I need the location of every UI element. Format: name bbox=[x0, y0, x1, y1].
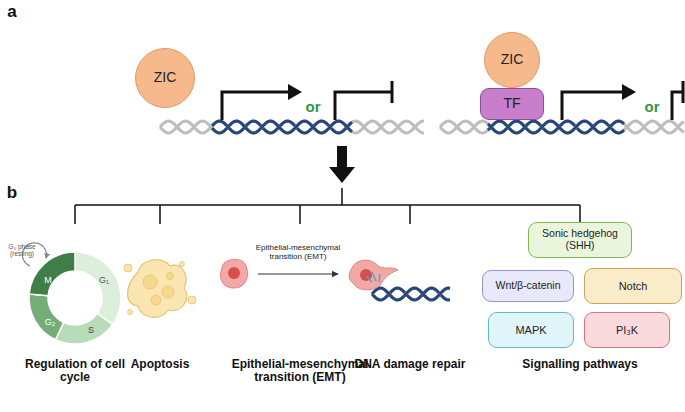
dna-strand bbox=[440, 121, 684, 133]
cell-cycle-wheel bbox=[29, 252, 121, 344]
or-text: or bbox=[637, 99, 667, 116]
dna-strand-highlight bbox=[212, 121, 352, 133]
repression-arrow bbox=[672, 92, 683, 120]
process-label: Regulation of cell cycle bbox=[15, 358, 135, 385]
or-text: or bbox=[298, 99, 328, 116]
process-label: Signalling pathways bbox=[510, 358, 650, 371]
pathway-box: Wnt/β-catenin bbox=[482, 270, 574, 302]
cycle-phase-segment bbox=[29, 252, 75, 296]
panel-letter: a bbox=[2, 2, 22, 21]
pathway-box: MAPK bbox=[488, 312, 574, 348]
down-arrow bbox=[329, 146, 355, 183]
dna-strand bbox=[440, 121, 684, 133]
node-text: Sonic hedgehog (SHH) bbox=[529, 228, 631, 252]
dna-break-icon bbox=[366, 272, 380, 282]
zic-protein: ZIC bbox=[135, 48, 195, 108]
phase-label: M bbox=[37, 275, 59, 285]
dna-strand bbox=[160, 121, 424, 133]
dna-strand-highlight bbox=[212, 121, 352, 133]
node-text: Wnt/β-catenin bbox=[493, 280, 564, 292]
arrow-head bbox=[288, 84, 302, 100]
branch-bracket bbox=[75, 188, 580, 224]
phase-label: G₀ phase (resting) bbox=[5, 243, 39, 258]
dna-strand-highlight bbox=[372, 288, 450, 300]
phase-label: S bbox=[80, 325, 102, 335]
emt-illustration bbox=[221, 259, 399, 289]
node-text: ZIC bbox=[151, 70, 180, 86]
dna-strand-highlight bbox=[488, 121, 624, 133]
dna-strand bbox=[160, 121, 424, 133]
phase-label: G₁ bbox=[93, 275, 115, 285]
dna-strand-highlight bbox=[488, 121, 624, 133]
pathway-box: Notch bbox=[584, 268, 682, 304]
activation-arrow bbox=[562, 92, 624, 120]
node-text: ZIC bbox=[498, 52, 527, 68]
repression-arrow bbox=[335, 92, 392, 120]
cycle-phase-segment bbox=[29, 294, 64, 340]
node-text: TF bbox=[500, 96, 523, 112]
dna-strand bbox=[372, 288, 450, 300]
process-label: Apoptosis bbox=[115, 358, 205, 371]
activation-arrow bbox=[222, 92, 290, 120]
pathway-box: PI₃K bbox=[584, 312, 670, 348]
emt-caption: Epithelial-mesenchymal transition (EMT) bbox=[252, 244, 344, 262]
process-label: DNA damage repair bbox=[345, 358, 475, 371]
node-text: PI₃K bbox=[613, 324, 641, 336]
apoptotic-cell bbox=[124, 260, 196, 317]
pathway-box: Sonic hedgehog (SHH) bbox=[528, 222, 632, 258]
dna-strand-highlight bbox=[372, 288, 450, 300]
transcription-factor: TF bbox=[480, 88, 544, 120]
arrow-head bbox=[622, 84, 636, 100]
repression-bar bbox=[391, 81, 394, 103]
phase-label: G₂ bbox=[39, 317, 61, 327]
node-text: MAPK bbox=[512, 324, 549, 336]
panel-letter: b bbox=[2, 183, 22, 202]
node-text: Notch bbox=[616, 280, 651, 292]
repression-bar bbox=[682, 81, 685, 103]
dna-strand bbox=[372, 288, 450, 300]
zic-protein: ZIC bbox=[484, 32, 540, 88]
cycle-phase-segment bbox=[56, 313, 113, 344]
